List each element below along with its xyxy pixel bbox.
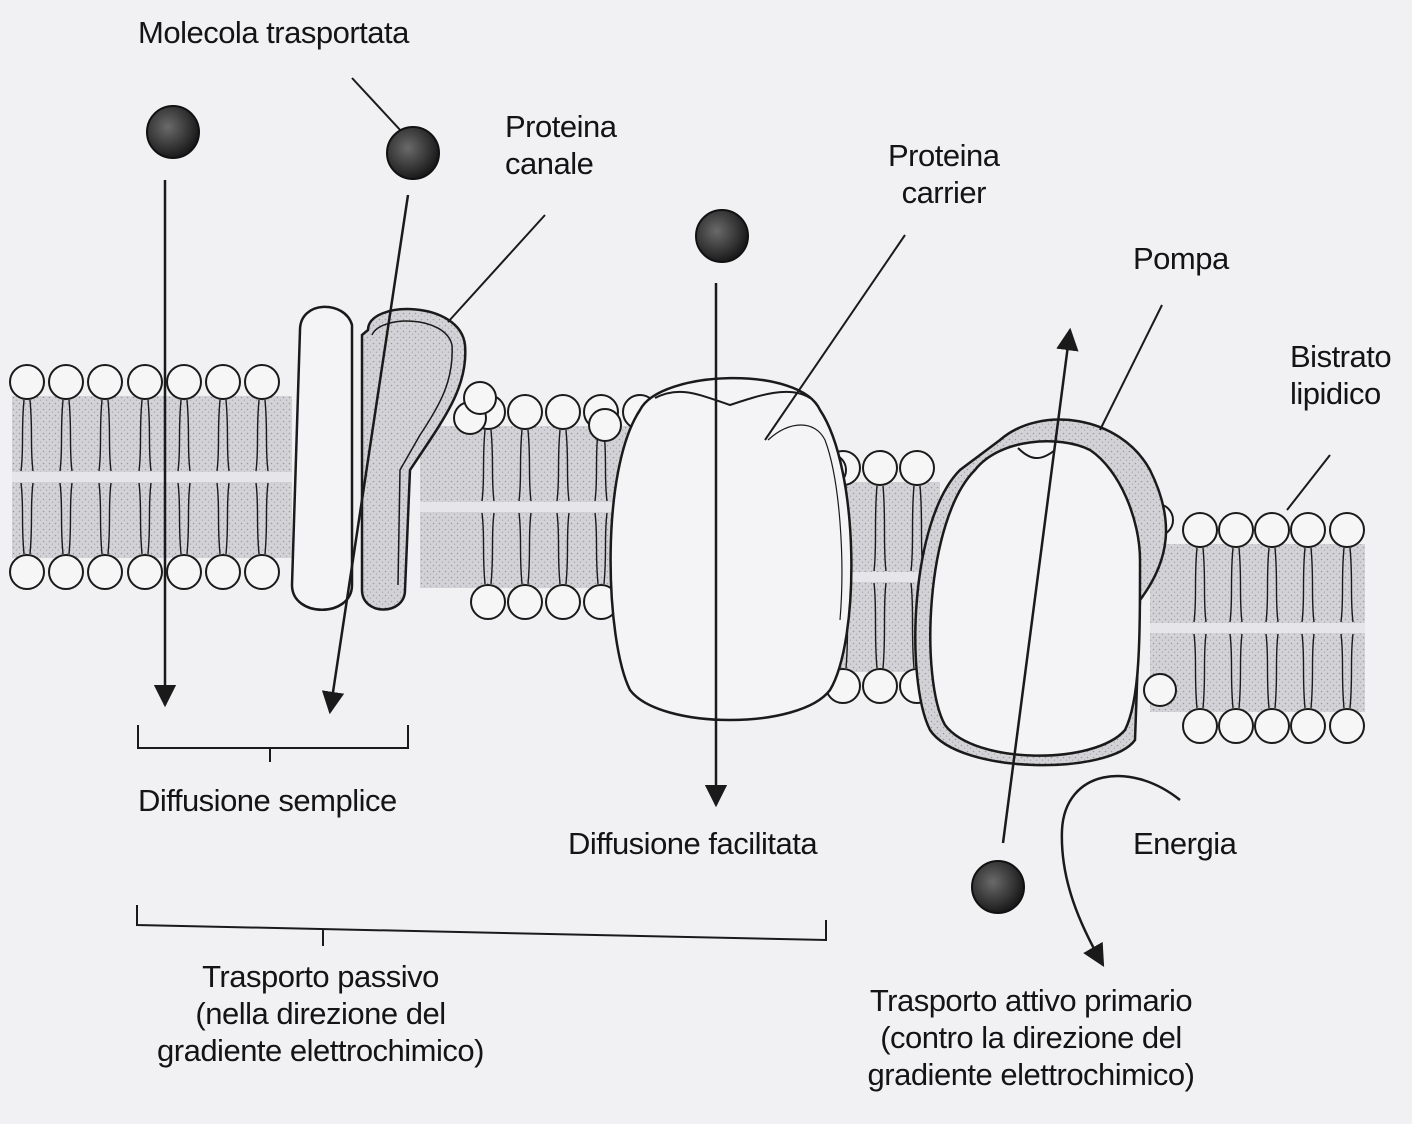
- lipid-head-top: [128, 365, 162, 399]
- lipid-head-bottom: [546, 585, 580, 619]
- label-trasporto-passivo-line-1: Trasporto passivo: [128, 958, 513, 995]
- lipid-head-top: [245, 365, 279, 399]
- molecule-1: [147, 106, 199, 158]
- lipid-head-top: [167, 365, 201, 399]
- bilayer-midplane: [1150, 623, 1365, 633]
- lipid-head-top: [1291, 513, 1325, 547]
- lipid-head-top: [10, 365, 44, 399]
- lipid-head-top: [863, 451, 897, 485]
- label-trasporto-passivo-line-2: (nella direzione del: [128, 995, 513, 1032]
- label-energia: Energia: [1133, 825, 1236, 862]
- lipid-head-bottom: [245, 555, 279, 589]
- lipid-head-bottom: [167, 555, 201, 589]
- lipid-head-bottom: [1291, 709, 1325, 743]
- label-trasporto-attivo-line-3: gradiente elettrochimico): [836, 1056, 1226, 1093]
- label-trasporto-passivo-line-3: gradiente elettrochimico): [128, 1032, 513, 1069]
- lipid-head-bottom: [88, 555, 122, 589]
- lipid-head: [1144, 674, 1176, 706]
- lipid-head-bottom: [206, 555, 240, 589]
- label-proteina-carrier: Proteina carrier: [888, 137, 999, 211]
- label-bistrato-line-1: Bistrato: [1290, 338, 1391, 375]
- lipid-head-top: [1219, 513, 1253, 547]
- carrier-protein: [611, 378, 852, 720]
- lipid-head-top: [546, 395, 580, 429]
- lipid-head-top: [1255, 513, 1289, 547]
- molecule-4: [972, 861, 1024, 913]
- energy-arrow: [1062, 776, 1180, 965]
- lipid-head-top: [508, 395, 542, 429]
- lipid-head-bottom: [49, 555, 83, 589]
- lipid-head: [589, 409, 621, 441]
- lipid-head-bottom: [508, 585, 542, 619]
- pump-protein: [915, 420, 1166, 766]
- lipid-head-top: [88, 365, 122, 399]
- lipid-head-bottom: [471, 585, 505, 619]
- lipid-head-bottom: [1255, 709, 1289, 743]
- lipid-head: [464, 382, 496, 414]
- label-proteina-carrier-line-1: Proteina: [888, 137, 999, 174]
- molecule-3: [696, 210, 748, 262]
- lipid-head-top: [900, 451, 934, 485]
- lipid-head-top: [1183, 513, 1217, 547]
- label-proteina-canale: Proteina canale: [505, 108, 616, 182]
- label-bistrato-line-2: lipidico: [1290, 375, 1391, 412]
- label-diffusione-semplice: Diffusione semplice: [138, 782, 397, 819]
- bilayer-midplane: [12, 472, 292, 482]
- molecule-2: [387, 127, 439, 179]
- lipid-head-bottom: [1330, 709, 1364, 743]
- lipid-head-top: [206, 365, 240, 399]
- lipid-head-bottom: [863, 669, 897, 703]
- lipid-head-bottom: [128, 555, 162, 589]
- label-trasporto-attivo: Trasporto attivo primario (contro la dir…: [836, 982, 1226, 1094]
- label-pompa: Pompa: [1133, 240, 1229, 277]
- label-trasporto-attivo-line-2: (contro la direzione del: [836, 1019, 1226, 1056]
- label-molecola-trasportata: Molecola trasportata: [138, 14, 409, 51]
- lipid-head-top: [1330, 513, 1364, 547]
- lipid-head-top: [49, 365, 83, 399]
- simple-diffusion-bracket: [138, 725, 408, 762]
- label-proteina-canale-line-1: Proteina: [505, 108, 616, 145]
- label-bistrato-lipidico: Bistrato lipidico: [1290, 338, 1391, 412]
- label-diffusione-facilitata: Diffusione facilitata: [568, 825, 817, 862]
- label-proteina-canale-line-2: canale: [505, 145, 616, 182]
- bilayer-midplane: [420, 502, 640, 512]
- lipid-head-bottom: [10, 555, 44, 589]
- lipid-head-bottom: [1219, 709, 1253, 743]
- label-trasporto-passivo: Trasporto passivo (nella direzione del g…: [128, 958, 513, 1070]
- lipid-head-bottom: [1183, 709, 1217, 743]
- label-trasporto-attivo-line-1: Trasporto attivo primario: [836, 982, 1226, 1019]
- label-proteina-carrier-line-2: carrier: [888, 174, 999, 211]
- passive-transport-bracket: [137, 905, 826, 946]
